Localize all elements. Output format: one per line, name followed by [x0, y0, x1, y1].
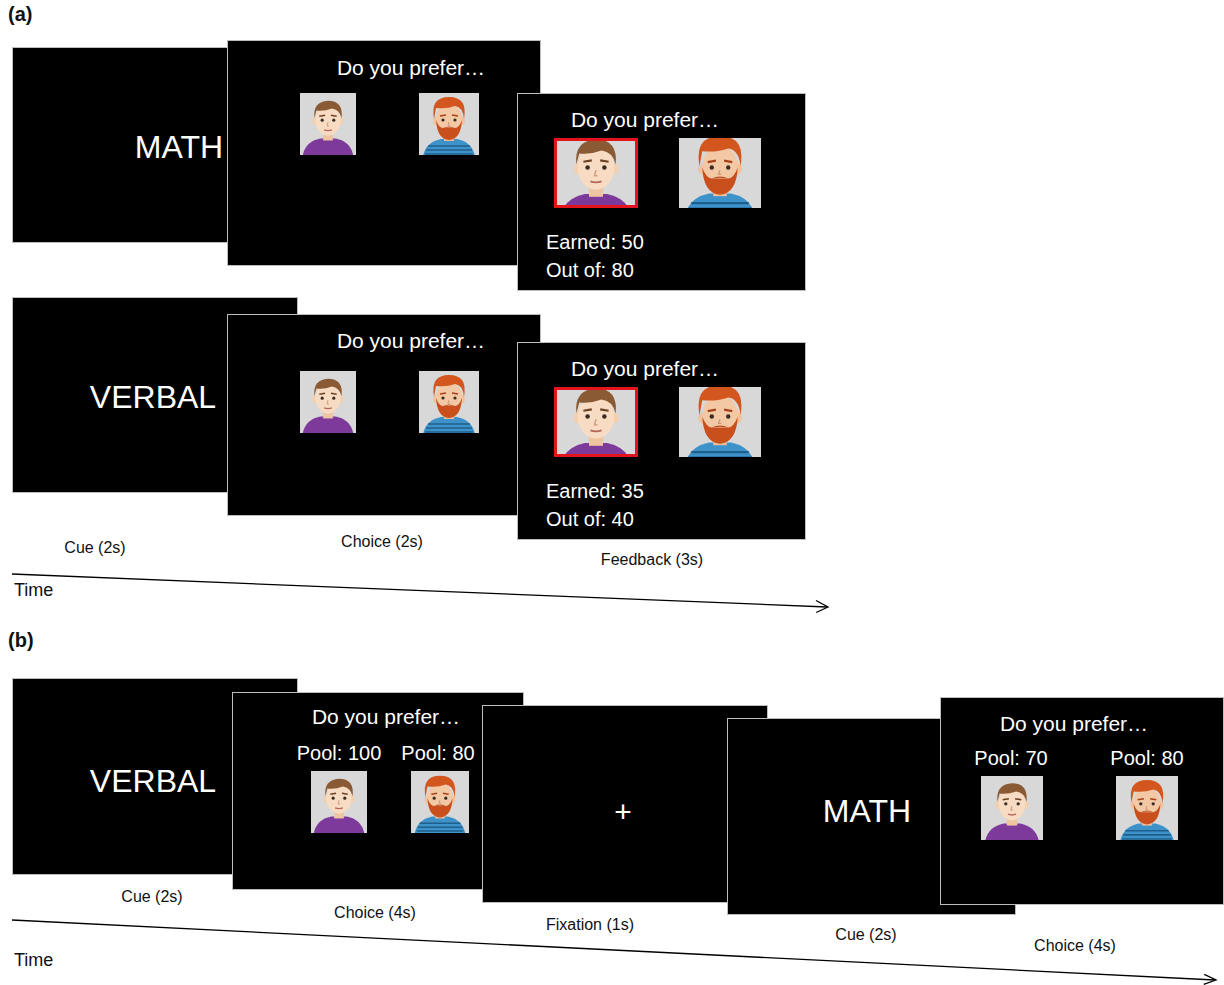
- screen-text: Pool: 80: [401, 742, 474, 765]
- task-screen: +: [482, 705, 768, 903]
- screen-text: Pool: 70: [974, 747, 1047, 770]
- avatar-picture: [300, 371, 356, 433]
- timeline-label: Time: [14, 950, 53, 971]
- avatar-picture: [679, 387, 761, 457]
- screen-text: Earned: 35: [546, 480, 644, 503]
- screen-text: Do you prefer…: [312, 705, 460, 729]
- avatar-face: [300, 371, 356, 433]
- screen-text: Pool: 80: [1110, 747, 1183, 770]
- timeline-label: Cue (2s): [64, 539, 125, 557]
- task-screen: Do you prefer…: [227, 40, 541, 266]
- screen-text: VERBAL: [90, 379, 216, 416]
- timeline-label: Fixation (1s): [546, 916, 634, 934]
- avatar-face: [679, 387, 761, 457]
- timeline-label: Cue (2s): [835, 926, 896, 944]
- timeline-label: Time: [14, 580, 53, 601]
- arrow-head: [1204, 974, 1216, 984]
- task-screen: Do you prefer… Pool: 70 Pool: 80: [940, 697, 1224, 905]
- timeline-label: Choice (4s): [1034, 937, 1116, 955]
- avatar-face: [311, 771, 367, 833]
- avatar-picture: [554, 138, 638, 208]
- task-screen: Do you prefer… Pool: 100 Pool: 80: [232, 692, 524, 890]
- arrow-head: [816, 601, 828, 613]
- avatar-picture: [419, 371, 479, 433]
- timeline-label: Feedback (3s): [601, 551, 703, 569]
- screen-text: MATH: [823, 793, 911, 830]
- avatar-face: [419, 93, 479, 155]
- screen-text: Earned: 50: [546, 231, 644, 254]
- screen-text: VERBAL: [90, 763, 216, 800]
- panel-letter: (a): [8, 3, 32, 26]
- avatar-picture: [1116, 776, 1178, 840]
- avatar-face: [554, 138, 638, 208]
- time-axis: [12, 574, 827, 607]
- choice-highlight: [556, 389, 637, 456]
- screen-text: Do you prefer…: [571, 357, 719, 381]
- screen-text: Do you prefer…: [571, 108, 719, 132]
- avatar-picture: [411, 771, 469, 833]
- screen-text: Out of: 40: [546, 508, 634, 531]
- avatar-face: [411, 771, 469, 833]
- screen-text: MATH: [135, 129, 223, 166]
- avatar-face: [554, 387, 638, 457]
- screen-text: Do you prefer…: [1000, 712, 1148, 736]
- avatar-picture: [311, 771, 367, 833]
- avatar-picture: [419, 93, 479, 155]
- avatar-face: [679, 138, 761, 208]
- screen-text: Pool: 100: [297, 742, 382, 765]
- timeline-label: Cue (2s): [121, 888, 182, 906]
- timeline-label: Choice (2s): [341, 533, 423, 551]
- avatar-face: [300, 93, 356, 155]
- avatar-picture: [981, 776, 1043, 840]
- timeline-label: Choice (4s): [334, 904, 416, 922]
- avatar-picture: [300, 93, 356, 155]
- task-screen: Do you prefer…: [227, 314, 541, 516]
- panel-letter: (b): [8, 629, 34, 652]
- avatar-face: [981, 776, 1043, 840]
- screen-text: Do you prefer…: [337, 56, 485, 80]
- avatar-face: [419, 371, 479, 433]
- screen-text: +: [614, 795, 632, 830]
- task-screen: Do you prefer… Earned: 35 Out of: 40: [517, 342, 806, 540]
- screen-text: Out of: 80: [546, 259, 634, 282]
- screen-text: Do you prefer…: [337, 329, 485, 353]
- avatar-picture: [554, 387, 638, 457]
- avatar-picture: [679, 138, 761, 208]
- task-screen: Do you prefer… Earned: 50 Out of: 80: [517, 93, 806, 291]
- avatar-face: [1116, 776, 1178, 840]
- choice-highlight: [556, 140, 637, 207]
